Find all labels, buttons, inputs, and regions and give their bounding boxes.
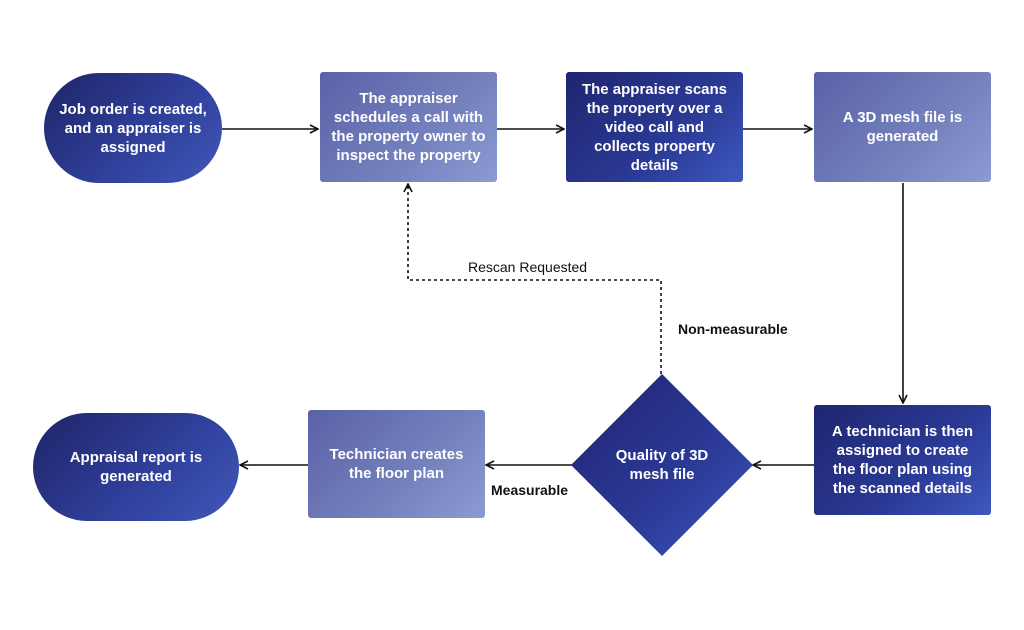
node-technician-assigned-label: A technician is then assigned to create … [831, 423, 974, 497]
node-scan-property: The appraiser scans the property over a … [566, 72, 743, 182]
node-report-generated-label: Appraisal report is generated [69, 449, 203, 485]
edge-label-non-measurable: Non-measurable [678, 321, 788, 337]
node-mesh-generated-label: A 3D mesh file is generated [842, 109, 963, 145]
node-technician-assigned: A technician is then assigned to create … [814, 405, 991, 515]
edge-rescan-dotted [408, 184, 662, 374]
edge-label-rescan: Rescan Requested [468, 259, 588, 275]
node-job-order-label: Job order is created, and an appraiser i… [59, 100, 207, 156]
node-quality-check: Quality of 3D mesh file [571, 374, 753, 556]
decision-diamond-shape [571, 374, 753, 556]
node-report-generated: Appraisal report is generated [33, 413, 239, 521]
edge-label-measurable: Measurable [491, 482, 569, 498]
node-schedule-call: The appraiser schedules a call with the … [320, 72, 497, 182]
node-floor-plan: Technician creates the floor plan [308, 410, 485, 518]
node-floor-plan-label: Technician creates the floor plan [329, 446, 464, 482]
node-quality-check-label: Quality of 3D mesh file [615, 447, 709, 483]
node-scan-property-label: The appraiser scans the property over a … [581, 80, 728, 174]
node-mesh-generated: A 3D mesh file is generated [814, 72, 991, 182]
node-job-order: Job order is created, and an appraiser i… [44, 73, 222, 183]
node-schedule-call-label: The appraiser schedules a call with the … [331, 90, 486, 164]
